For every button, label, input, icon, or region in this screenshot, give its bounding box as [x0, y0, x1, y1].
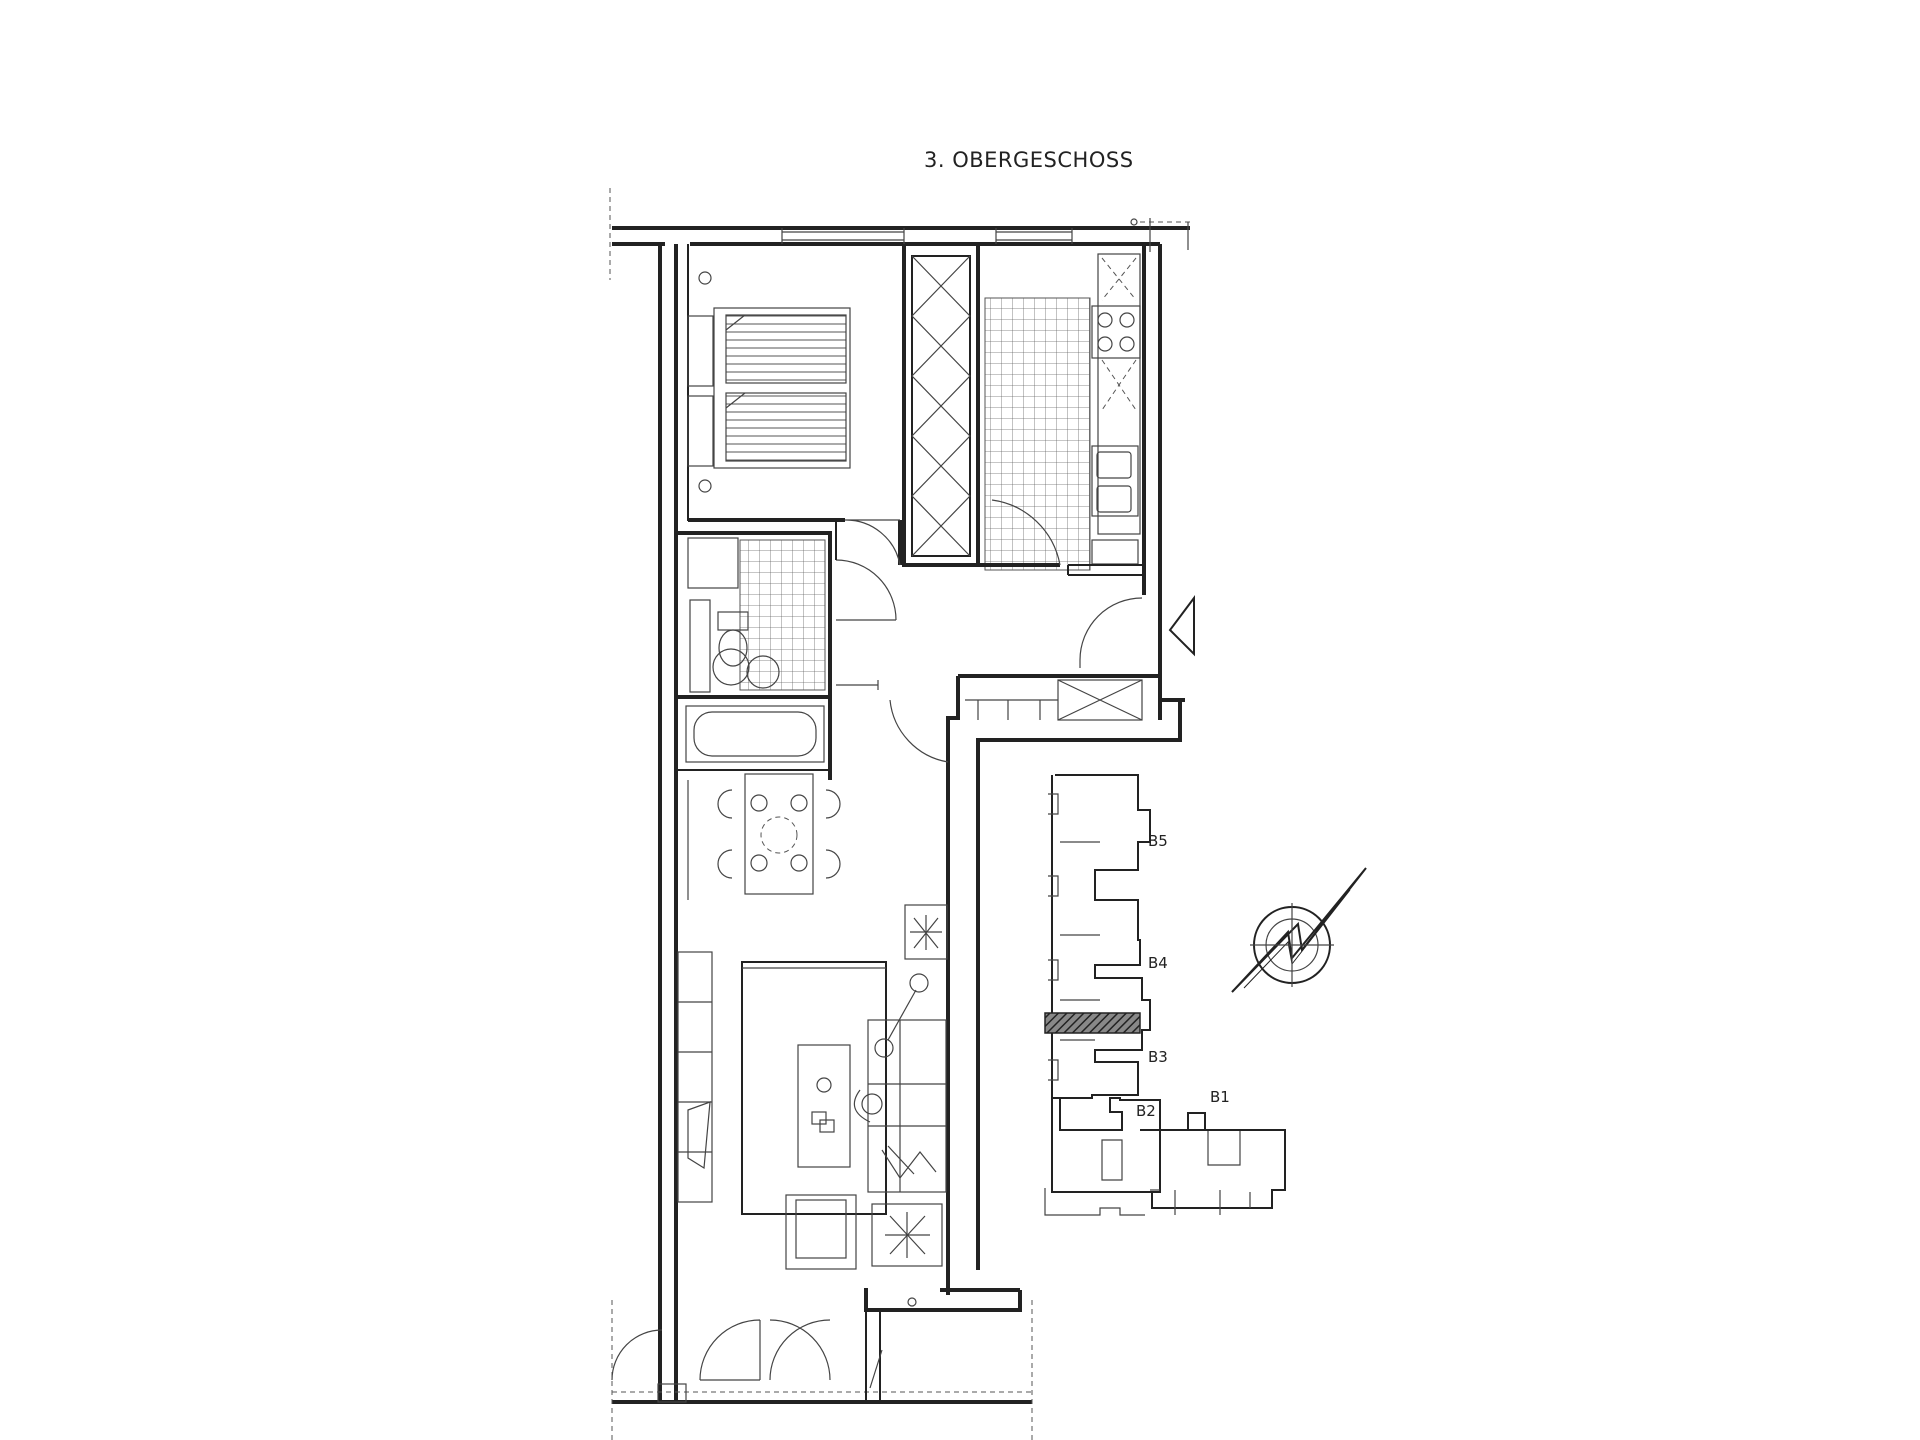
bathroom: [676, 519, 949, 780]
north-arrow-icon: [1231, 867, 1367, 993]
hob: [1091, 305, 1141, 359]
label-b1: B1: [1210, 1088, 1230, 1106]
kitchen: [978, 253, 1145, 668]
label-b2: B2: [1136, 1102, 1156, 1120]
label-b3: B3: [1148, 1048, 1168, 1066]
plant-bottom: [871, 1203, 943, 1267]
bedroom: [674, 244, 902, 566]
double-bed: [713, 307, 851, 469]
plant-top: [904, 904, 948, 960]
bathtub: [685, 705, 825, 763]
kitchen-sink: [1091, 445, 1139, 517]
wardrobe: [902, 244, 980, 567]
sofa: [867, 1019, 947, 1193]
top-facade: [609, 188, 1190, 280]
toilet: [717, 611, 749, 667]
floor-title: 3. OBERGESCHOSS: [924, 148, 1134, 172]
dining-area: [687, 773, 841, 900]
balcony: [611, 1288, 1022, 1403]
site-plan: B5 B4 B3 B2 B1: [1044, 774, 1286, 1216]
entrance-arrow: [1168, 595, 1195, 657]
label-b4: B4: [1148, 954, 1168, 972]
label-b5: B5: [1148, 832, 1168, 850]
hallway: [946, 674, 1185, 1295]
living-room: [677, 904, 948, 1270]
